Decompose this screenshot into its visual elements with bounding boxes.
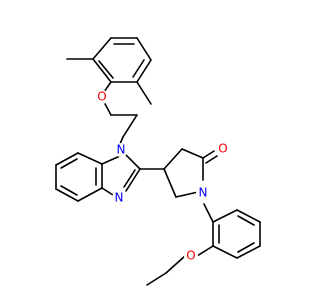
bond [92, 37, 112, 60]
bond [196, 245, 214, 257]
molecule-structure: O N N O N O [55, 37, 261, 286]
bond [212, 245, 238, 259]
bond [202, 150, 215, 159]
benzimidazole-n3-label: N [115, 191, 124, 205]
bond [125, 154, 141, 170]
bond [77, 152, 103, 165]
bond [125, 168, 141, 192]
ethoxy-oxygen-label: O [186, 249, 195, 263]
bond [136, 59, 152, 83]
bond [136, 81, 152, 105]
bond [237, 215, 255, 226]
bond [205, 155, 218, 164]
bond [123, 169, 136, 188]
ether-oxygen-label: O [97, 90, 106, 104]
lactam-nitrogen-label: N [199, 186, 208, 200]
benzimidazole-n1-label: N [117, 143, 126, 157]
atom-label-layer: O N N O N O [95, 90, 230, 263]
bond [146, 272, 167, 286]
bond [163, 148, 183, 170]
bond [60, 185, 78, 196]
bond [136, 37, 152, 61]
bond [236, 209, 261, 223]
bond [55, 152, 79, 166]
bond [119, 136, 124, 145]
bond [77, 187, 103, 202]
bond [98, 60, 114, 79]
bond [132, 59, 145, 78]
bond [103, 81, 112, 93]
bond [163, 168, 177, 198]
molecule-canvas: O N N O N O [55, 37, 261, 286]
bond [55, 188, 79, 202]
bond [236, 245, 261, 259]
bond [101, 155, 121, 165]
bond [101, 187, 114, 196]
bond [60, 158, 78, 169]
bond [181, 148, 204, 159]
bond [237, 242, 255, 253]
bond [212, 209, 238, 223]
bond [175, 191, 199, 198]
bond [203, 203, 214, 223]
bond [122, 114, 138, 138]
bond-layer [55, 37, 261, 286]
lactam-oxygen-label: O [218, 142, 227, 156]
bond [92, 58, 112, 83]
bond [165, 255, 186, 274]
bond [103, 101, 112, 116]
